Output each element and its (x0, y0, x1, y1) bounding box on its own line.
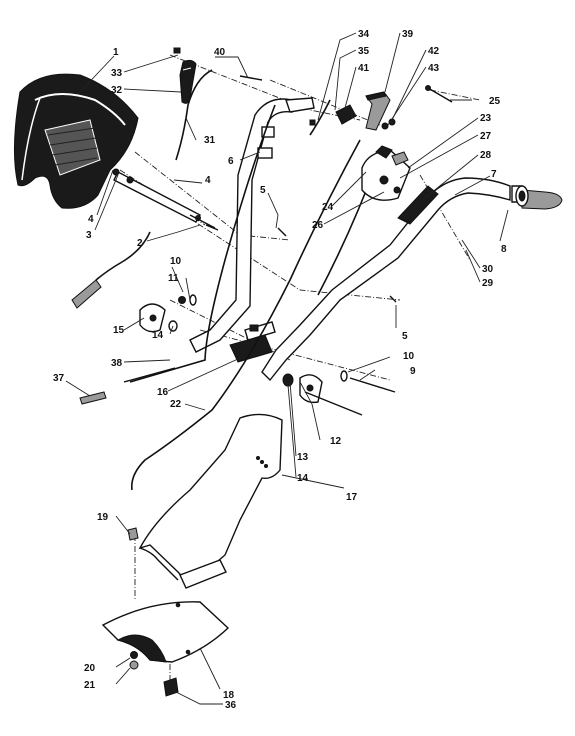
drive-lever-assembly (361, 145, 411, 201)
callout-8: 8 (501, 244, 507, 255)
callout-19: 19 (97, 512, 109, 523)
bolts-top (239, 75, 453, 103)
callout-6: 6 (228, 156, 234, 167)
callout-40: 40 (214, 47, 226, 58)
callout-41: 41 (358, 63, 370, 74)
callout-22: 22 (170, 399, 182, 410)
callout-31: 31 (204, 135, 216, 146)
callout-7: 7 (491, 169, 497, 180)
callout-29: 29 (482, 278, 494, 289)
brake-lever (173, 47, 197, 104)
cross-bracket (229, 321, 276, 363)
callout-5b: 5 (402, 331, 408, 342)
callout-37: 37 (53, 373, 65, 384)
callout-28: 28 (480, 150, 492, 161)
callout-3: 3 (86, 230, 92, 241)
callout-15: 15 (113, 325, 125, 336)
cowl-cover (13, 73, 139, 209)
adjust-rod (112, 168, 219, 231)
callout-32: 32 (111, 85, 123, 96)
handle-grip (511, 185, 563, 210)
callout-27: 27 (480, 131, 492, 142)
callout-26: 26 (312, 220, 324, 231)
callout-4b: 4 (205, 175, 211, 186)
callout-2: 2 (137, 238, 143, 249)
callout-21: 21 (84, 680, 96, 691)
callout-35: 35 (358, 46, 370, 57)
callout-30: 30 (482, 264, 494, 275)
callout-labels: 1 2 3 4 4 5 5 6 7 8 9 10 10 11 12 13 14 … (53, 29, 507, 711)
callout-38: 38 (111, 358, 123, 369)
bolts-middle (178, 227, 397, 393)
callout-13: 13 (297, 452, 309, 463)
callout-42: 42 (428, 46, 440, 57)
spring-and-rod (79, 367, 176, 405)
left-handle-tube (189, 97, 315, 353)
callout-34: 34 (358, 29, 370, 40)
callout-11: 11 (168, 273, 179, 284)
callout-5a: 5 (260, 185, 266, 196)
callout-1: 1 (113, 47, 119, 58)
callout-12: 12 (330, 436, 342, 447)
callout-25: 25 (489, 96, 501, 107)
right-handle-tube (261, 177, 511, 382)
callout-24: 24 (322, 202, 334, 213)
callout-20: 20 (84, 663, 96, 674)
deflector-plate (101, 601, 230, 663)
callout-16: 16 (157, 387, 169, 398)
callout-10a: 10 (170, 256, 182, 267)
callout-14a: 14 (152, 330, 164, 341)
callout-10b: 10 (403, 351, 415, 362)
clutch-lever (365, 91, 396, 131)
callout-36: 36 (225, 700, 237, 711)
callout-33: 33 (111, 68, 123, 79)
callout-18: 18 (223, 690, 235, 701)
callout-14b: 14 (297, 473, 309, 484)
discharge-chute (138, 413, 283, 589)
callout-23: 23 (480, 113, 492, 124)
callout-39: 39 (402, 29, 414, 40)
callout-9: 9 (410, 366, 416, 377)
cables (71, 69, 377, 491)
side-knobs (139, 303, 363, 416)
callout-43: 43 (428, 63, 440, 74)
callout-17: 17 (346, 492, 358, 503)
leader-lines (65, 32, 509, 705)
callout-4a: 4 (88, 214, 94, 225)
